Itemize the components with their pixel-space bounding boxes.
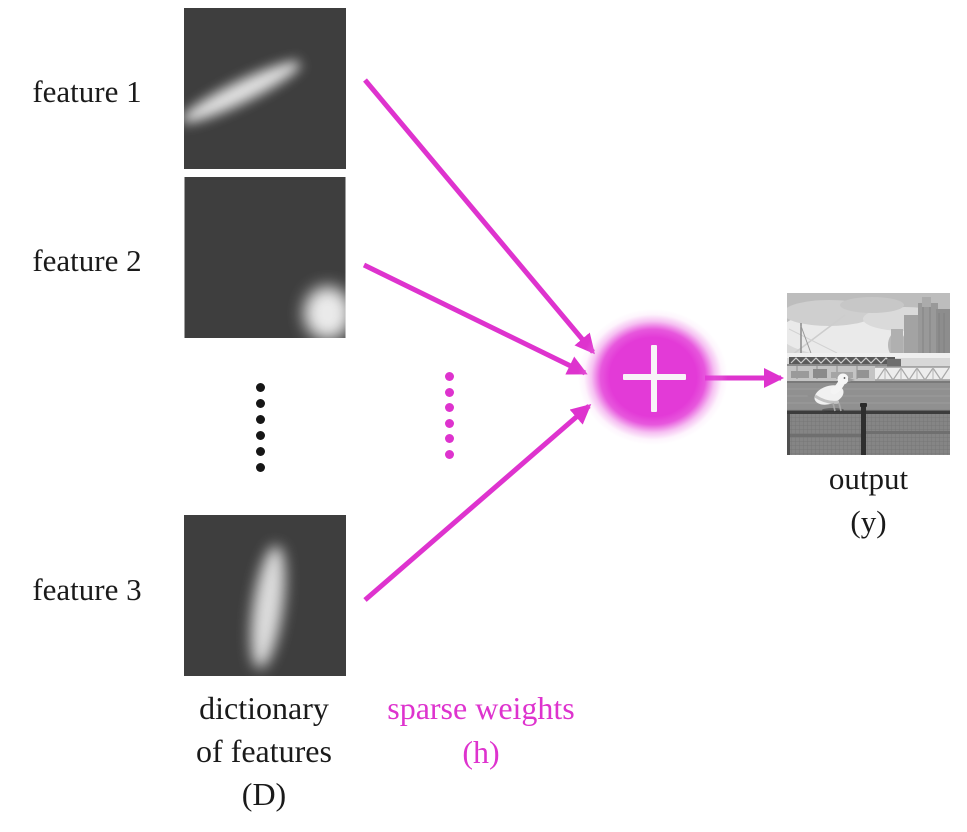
- dictionary-caption-line1: dictionary: [199, 690, 329, 726]
- weight-arrow-1: [363, 78, 595, 355]
- gabor-blob-vertical: [250, 545, 286, 669]
- sparse-weights-caption-line1: sparse weights: [387, 690, 575, 726]
- feature-2-image: [184, 177, 346, 338]
- vertical-ellipsis-black-icon: [256, 383, 265, 472]
- sparse-weights-caption-line2: (h): [462, 734, 500, 770]
- dot: [256, 383, 265, 392]
- dictionary-caption: dictionary of features (D): [172, 687, 356, 816]
- weight-arrow-3: [363, 404, 592, 602]
- dot: [256, 463, 265, 472]
- sparse-weights-caption: sparse weights (h): [361, 686, 601, 774]
- sum-node: [578, 309, 728, 445]
- feature-2-label: feature 2: [32, 243, 142, 278]
- gabor-blob-diagonal: [184, 61, 301, 123]
- dot: [256, 447, 265, 456]
- dot: [256, 415, 265, 424]
- dot: [445, 387, 454, 397]
- weight-arrow-2: [362, 262, 588, 376]
- feature-1-label: feature 1: [32, 74, 142, 109]
- dot: [256, 399, 265, 408]
- feature-3-label: feature 3: [32, 572, 142, 607]
- dictionary-caption-line3: (D): [241, 776, 287, 812]
- dot: [445, 418, 454, 428]
- dot: [256, 431, 265, 440]
- seagull-photo: [787, 293, 950, 455]
- dot: [445, 434, 454, 443]
- gaussian-blob-corner: [303, 286, 346, 338]
- feature-1-image: [184, 8, 346, 169]
- output-caption-line2: (y): [850, 504, 887, 539]
- dot: [445, 372, 454, 381]
- feature-3-image: [184, 515, 346, 676]
- dictionary-caption-line2: of features: [196, 733, 332, 769]
- dot: [445, 449, 454, 459]
- vertical-ellipsis-magenta-icon: [445, 372, 454, 459]
- dot: [445, 403, 454, 412]
- plus-vertical-bar: [651, 345, 657, 412]
- output-caption-line1: output: [828, 461, 909, 496]
